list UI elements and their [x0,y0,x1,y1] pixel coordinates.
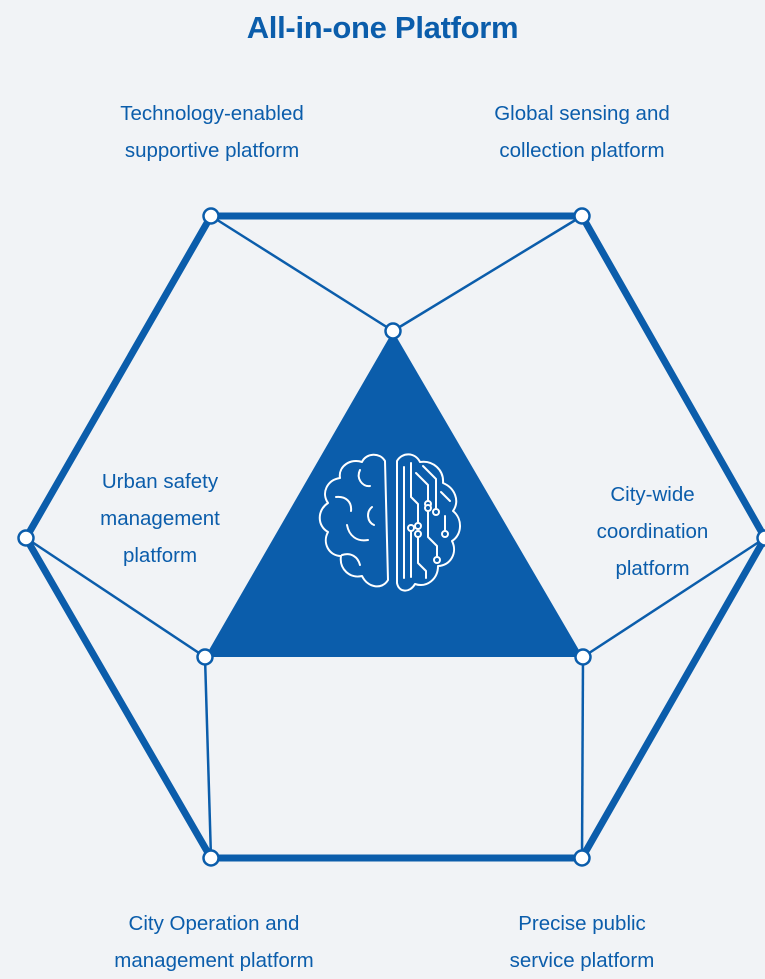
node-top-left [204,209,219,224]
label-precise-public-service-platform: Precise public service platform [432,905,732,979]
label-city-operation-platform: City Operation and management platform [64,905,364,979]
label-city-wide-coordination-platform: City-wide coordination platform [560,476,745,587]
node-bottom-left [204,851,219,866]
node-bottom-right [575,851,590,866]
node-top-right [575,209,590,224]
label-technology-enabled-platform: Technology-enabled supportive platform [62,95,362,169]
node-left [19,531,34,546]
label-global-sensing-platform: Global sensing and collection platform [432,95,732,169]
node-right [758,531,765,546]
node-center-top [386,324,401,339]
label-urban-safety-platform: Urban safety management platform [40,463,280,574]
node-triangle-right [576,650,591,665]
node-triangle-left [198,650,213,665]
